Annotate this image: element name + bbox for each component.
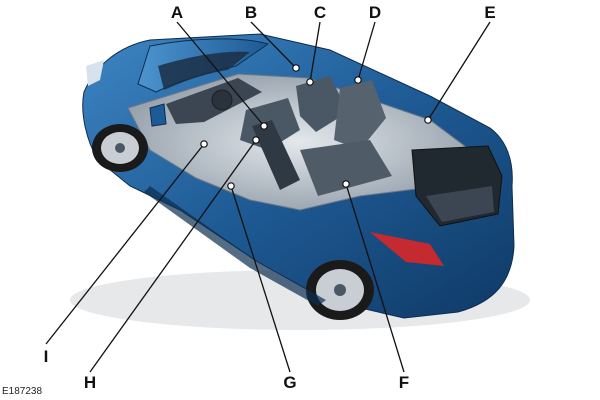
side-mirror — [149, 103, 167, 127]
headlight — [86, 60, 104, 86]
center-console — [252, 120, 300, 190]
callout-h-label: H — [83, 373, 97, 392]
leader-g — [230, 185, 291, 373]
callout-e-label: E — [484, 3, 496, 22]
dot-h — [252, 136, 260, 144]
callout-c-label: C — [313, 3, 327, 22]
front-seat-passenger — [296, 76, 348, 132]
rear-wheel — [306, 260, 374, 320]
dot-e — [424, 116, 432, 124]
rear-seat — [334, 80, 386, 150]
leader-lines — [45, 21, 491, 373]
leader-i — [45, 143, 205, 345]
leader-a — [176, 21, 265, 127]
leader-c — [309, 21, 321, 83]
callout-i-label: I — [43, 347, 49, 366]
rocker-panel — [144, 186, 326, 306]
dot-g — [227, 182, 235, 190]
callout-dots — [200, 64, 432, 190]
leader-d — [357, 21, 376, 81]
leader-f — [345, 183, 405, 373]
leader-e — [427, 21, 491, 121]
leader-h — [89, 139, 257, 373]
rear-seat-bench — [300, 140, 392, 196]
callout-f-label: F — [398, 373, 410, 392]
front-wheel — [92, 124, 148, 172]
dot-d — [354, 76, 362, 84]
dot-b — [292, 64, 300, 72]
dot-i — [200, 140, 208, 148]
callout-b-label: B — [244, 3, 258, 22]
dot-c — [306, 78, 314, 86]
figure-reference-code: E187238 — [2, 386, 43, 397]
dot-a — [260, 122, 268, 130]
steering-wheel — [211, 89, 233, 111]
callout-g-label: G — [283, 373, 297, 392]
dot-f — [342, 180, 350, 188]
cargo-floor — [426, 186, 494, 222]
callout-a-label: A — [170, 3, 184, 22]
windshield — [158, 51, 250, 90]
leader-b — [250, 21, 297, 69]
tail-light — [370, 232, 444, 266]
callout-d-label: D — [368, 3, 382, 22]
